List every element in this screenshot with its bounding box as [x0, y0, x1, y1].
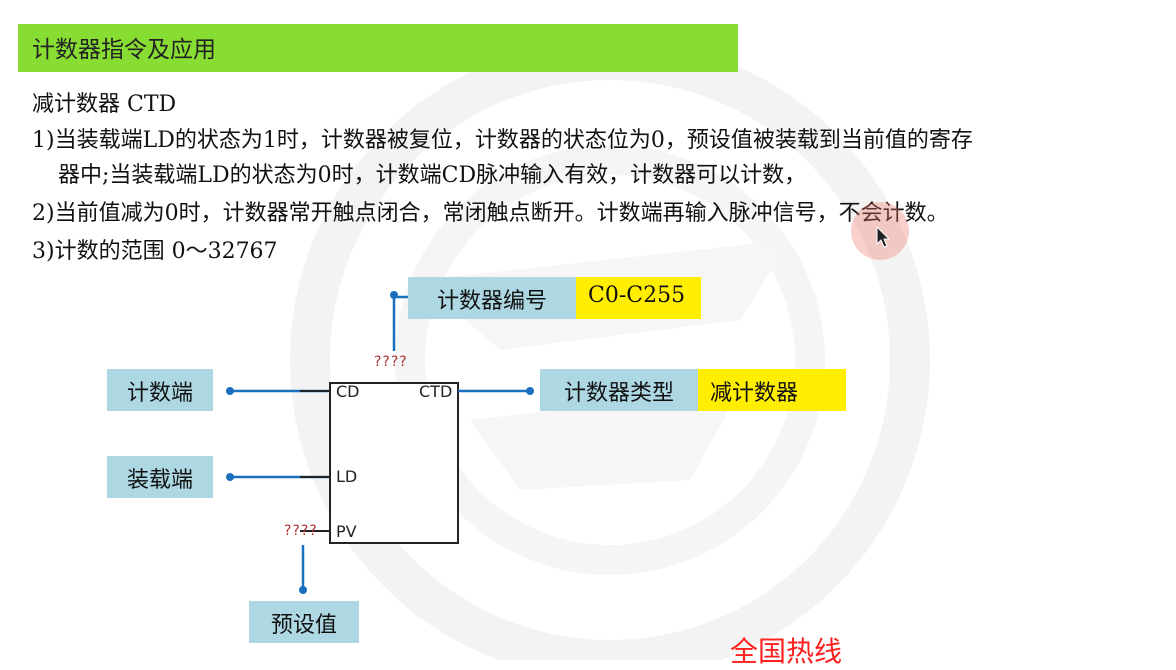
preset-placeholder: ???? — [284, 523, 318, 539]
pin-ld-label: LD — [336, 467, 358, 486]
slide-title: 计数器指令及应用 — [18, 24, 738, 72]
point-2: 2)当前值减为0时，计数器常开触点闭合，常闭触点断开。计数端再输入脉冲信号，不会… — [32, 201, 949, 226]
counter-number-label: 计数器编号 — [408, 277, 576, 319]
point-3: 3)计数的范围 0～32767 — [32, 239, 278, 264]
point-1-line-1: 1)当装载端LD的状态为1时，计数器被复位，计数器的状态位为0，预设值被装载到当… — [32, 128, 973, 153]
counter-type-value: 减计数器 — [698, 369, 846, 411]
pin-cd-label: CD — [336, 382, 360, 401]
counter-number-placeholder: ???? — [374, 354, 408, 370]
block-type-label: CTD — [419, 382, 453, 401]
counter-type-label: 计数器类型 — [540, 369, 698, 411]
mouse-pointer-icon — [876, 226, 891, 248]
footer-hotline-text: 全国热线 — [730, 635, 843, 668]
ctd-diagram-lines — [226, 291, 534, 594]
count-input-label: 计数端 — [107, 369, 213, 411]
ctd-block — [329, 382, 459, 544]
load-input-label: 装载端 — [107, 456, 213, 498]
counter-number-value: C0-C255 — [576, 277, 701, 319]
point-1-line-2: 器中;当装载端LD的状态为0时，计数端CD脉冲输入有效，计数器可以计数， — [58, 163, 807, 188]
pin-pv-label: PV — [336, 522, 357, 541]
heading-ctd: 减计数器 CTD — [32, 92, 177, 117]
preset-label: 预设值 — [249, 601, 359, 643]
